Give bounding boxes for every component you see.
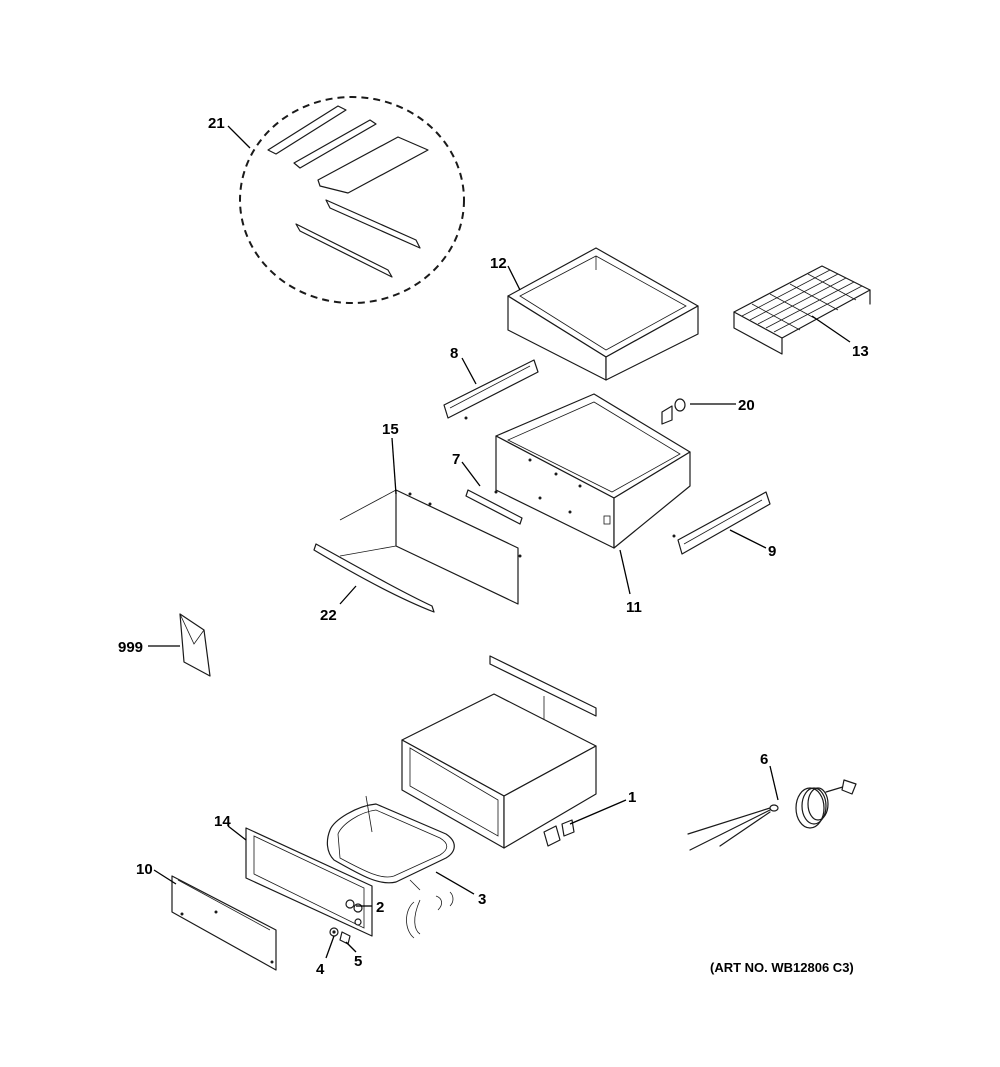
callout-10: 10 [136,861,153,878]
callout-15: 15 [382,421,399,438]
callout-13: 13 [852,343,869,360]
part-14-door-frame[interactable] [245,827,373,937]
callout-5: 5 [354,953,362,970]
part-5-switch[interactable] [339,931,351,945]
leader-lines [148,125,851,959]
part-15-front-panel[interactable] [339,489,522,605]
callout-3: 3 [478,891,486,908]
callout-20: 20 [738,397,755,414]
part-2-light[interactable] [345,899,355,909]
part-4-knob[interactable] [329,927,339,937]
housing-case[interactable] [401,693,597,849]
art-number: (ART NO. WB12806 C3) [710,960,854,975]
part-6-power-cord[interactable] [687,779,857,851]
callout-7: 7 [452,451,460,468]
callout-21: 21 [208,115,225,132]
part-11-drawer-body[interactable] [495,393,691,549]
callout-999: 999 [118,639,143,656]
part-10-trim[interactable] [171,875,277,971]
part-3-heating-element[interactable] [326,795,455,891]
wire-harness [406,891,454,939]
callout-1: 1 [628,789,636,806]
callout-9: 9 [768,543,776,560]
callout-4: 4 [316,961,325,978]
callout-12: 12 [490,255,507,272]
part-1-terminal-block[interactable] [543,819,575,847]
housing-top-bracket[interactable] [489,655,597,717]
callout-labels: 21 12 13 8 20 15 7 9 22 11 999 6 1 14 10… [118,115,869,978]
part-20-bumper[interactable] [661,398,686,425]
callout-8: 8 [450,345,458,362]
part-8-left-slide[interactable] [443,359,539,420]
part-7-bracket[interactable] [465,489,523,525]
callout-11: 11 [626,599,642,616]
callout-14: 14 [214,813,231,830]
part-999-manual[interactable] [179,613,211,677]
callout-2: 2 [376,899,384,916]
part-9-right-slide[interactable] [672,491,771,555]
part-21-rail-kit[interactable] [239,96,465,304]
callout-22: 22 [320,607,337,624]
callout-6: 6 [760,751,768,768]
part-13-wire-rack[interactable] [733,265,871,355]
part-22-handle[interactable] [313,543,435,613]
part-12-drawer-pan[interactable] [507,247,699,381]
